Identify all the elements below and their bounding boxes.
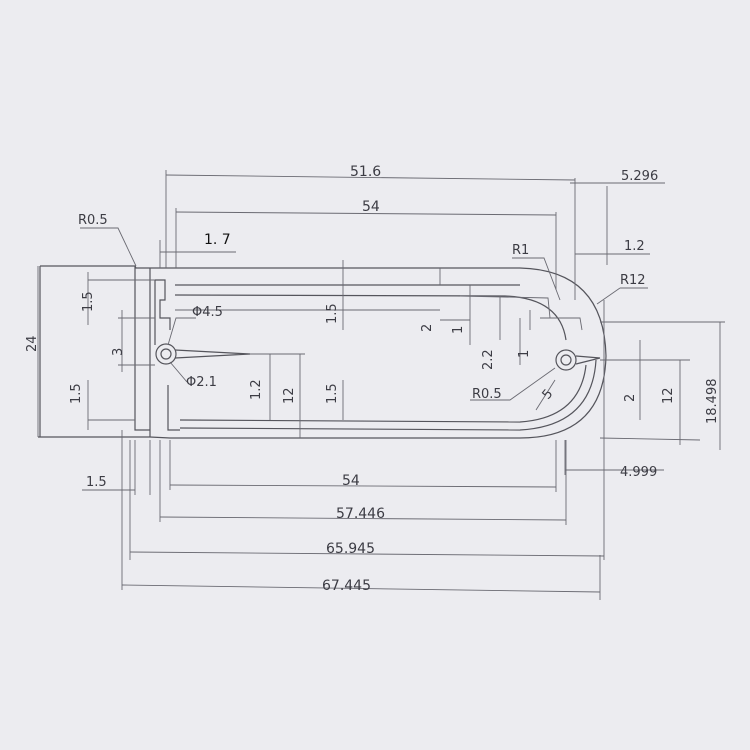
dim-67-445: 67.445 bbox=[322, 578, 371, 594]
part-outline bbox=[38, 265, 607, 439]
dim-2-2: 2.2 bbox=[481, 349, 496, 370]
dim-57-446: 57.446 bbox=[336, 506, 385, 522]
dim-1-5-left-upper: 1.5 bbox=[81, 291, 96, 312]
diameter-2-1: Φ2.1 bbox=[186, 375, 217, 390]
dim-1-7: 1. 7 bbox=[204, 232, 231, 248]
dim-1-5-center-lower: 1.5 bbox=[325, 383, 340, 404]
radius-r12: R12 bbox=[620, 273, 646, 288]
dim-1-5-left-lower: 1.5 bbox=[69, 383, 84, 404]
dim-12-center: 12 bbox=[282, 387, 297, 404]
dim-18-498: 18.498 bbox=[705, 379, 720, 425]
dim-1-5-bottom-left: 1.5 bbox=[86, 475, 107, 490]
radius-r0-5-top: R0.5 bbox=[78, 213, 108, 228]
dim-4-999: 4.999 bbox=[620, 465, 657, 480]
dim-54-bottom: 54 bbox=[342, 473, 360, 489]
dim-1-2-center: 1.2 bbox=[249, 379, 264, 400]
dimension-lines bbox=[37, 170, 725, 600]
dim-1-right: 1 bbox=[451, 326, 466, 334]
dim-12-right: 12 bbox=[661, 387, 676, 404]
radius-r0-5-right: R0.5 bbox=[472, 387, 502, 402]
dim-2-right-upper: 2 bbox=[420, 324, 435, 332]
radius-r1: R1 bbox=[512, 243, 529, 258]
dim-54-top: 54 bbox=[362, 199, 380, 215]
dim-1-2-top: 1.2 bbox=[624, 239, 645, 254]
dim-2-right-lower: 2 bbox=[623, 394, 638, 402]
dim-3: 3 bbox=[111, 348, 126, 356]
dim-1-5-center-upper: 1.5 bbox=[325, 303, 340, 324]
dim-24: 24 bbox=[25, 335, 40, 352]
dim-5-296: 5.296 bbox=[621, 169, 658, 184]
dim-65-945: 65.945 bbox=[326, 541, 375, 557]
diameter-4-5: Φ4.5 bbox=[192, 305, 223, 320]
dim-51-6: 51.6 bbox=[350, 164, 381, 180]
dim-1-right-small: 1 bbox=[517, 350, 532, 358]
